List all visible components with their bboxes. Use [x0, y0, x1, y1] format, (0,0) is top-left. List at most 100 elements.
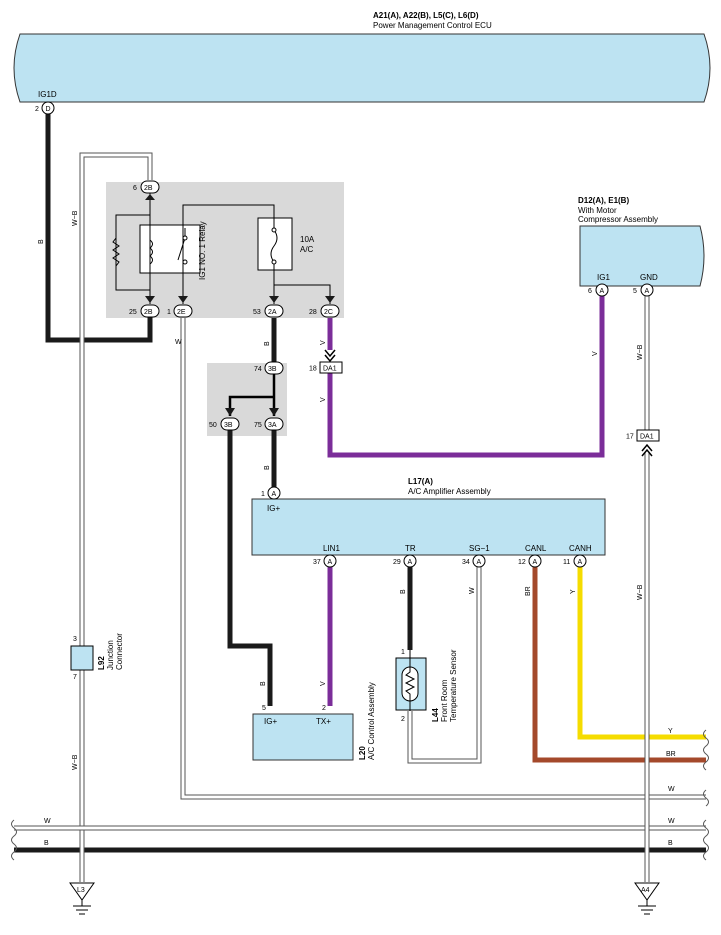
compressor-gnd-pin	[640, 283, 654, 297]
pin-53-2a	[264, 304, 284, 318]
pin-53-text: 2A	[268, 309, 277, 316]
svg-text:W−B: W−B	[637, 584, 644, 600]
amplifier-lin1-pin-num: 37	[313, 559, 321, 566]
amplifier-tr-pin-letter: A	[408, 559, 413, 566]
da1-top-connector	[319, 349, 343, 374]
svg-text:W: W	[44, 818, 51, 825]
compressor-component-box	[579, 225, 705, 287]
compressor-ig1-label: IG1	[597, 273, 610, 282]
compressor-ig1-pin	[595, 283, 609, 297]
sensor-sub2: Temperature Sensor	[449, 649, 458, 722]
svg-text:W: W	[175, 339, 182, 346]
control-tx-label: TX+	[316, 717, 331, 726]
ecu-pin-label: IG1D	[38, 90, 57, 99]
wires-black	[14, 114, 706, 853]
svg-text:B: B	[44, 840, 49, 847]
compressor-gnd-label: GND	[640, 273, 658, 282]
ecu-subtitle: Power Management Control ECU	[373, 21, 492, 30]
svg-text:W: W	[469, 587, 476, 594]
amplifier-ig-pin	[267, 486, 281, 500]
sensor-pin-1: 1	[401, 649, 405, 656]
amplifier-sg1-label: SG−1	[469, 544, 490, 553]
svg-text:V: V	[320, 681, 327, 686]
junction-pin-3: 3	[73, 636, 77, 643]
pin-28-text: 2C	[324, 309, 333, 316]
wires-violet	[327, 296, 605, 706]
junction-pin-7: 7	[73, 674, 77, 681]
pin-75-3a	[264, 417, 284, 431]
amplifier-lin1-pin-letter: A	[328, 559, 333, 566]
fuse-rating: 10A	[300, 235, 315, 244]
compressor-sub1: With Motor	[578, 206, 617, 215]
relay-name: IG1 NO. 1 Relay	[198, 221, 207, 280]
amplifier-sg1-pin	[472, 554, 486, 568]
ecu-pin-letter: D	[46, 106, 51, 113]
amplifier-canh-label: CANH	[569, 544, 592, 553]
relay-top-pin-num: 6	[133, 185, 137, 192]
pin-25-2b	[140, 304, 160, 318]
arrow-marks	[145, 194, 335, 416]
amplifier-canh-pin-num: 11	[563, 559, 570, 566]
junction-sub1: Junction	[106, 640, 115, 670]
compressor-ig1-pin-num: 6	[588, 288, 592, 295]
pin-50-3b	[220, 417, 240, 431]
ecu-pin-num: 2	[35, 106, 39, 113]
da1-right-num: 17	[626, 434, 634, 441]
control-ig-label: IG+	[264, 717, 277, 726]
wire-canl-brown	[532, 566, 706, 763]
ecu-pin-connector	[41, 101, 55, 115]
sensor-pin-2: 2	[401, 716, 405, 723]
ecu-component-box	[13, 33, 711, 103]
pin-28-num: 28	[309, 309, 317, 316]
svg-text:V: V	[320, 340, 327, 345]
control-ig-pin-num: 5	[262, 705, 266, 712]
pin-75-num: 75	[254, 422, 262, 429]
amplifier-ig-pin-num: 1	[261, 491, 265, 498]
pin-53-num: 53	[253, 309, 261, 316]
svg-text:BR: BR	[525, 586, 532, 596]
amplifier-lin1-pin	[323, 554, 337, 568]
da1-right-connector	[636, 429, 660, 457]
svg-text:W−B: W−B	[72, 754, 79, 770]
svg-text:W−B: W−B	[637, 344, 644, 360]
amplifier-subtitle: A/C Amplifier Assembly	[408, 487, 491, 496]
thermistor-icon	[401, 650, 419, 711]
pin-1-2e	[173, 304, 193, 318]
compressor-gnd-pin-letter: A	[645, 288, 650, 295]
relay-top-pin-text: 2B	[144, 185, 153, 192]
amplifier-canl-pin-num: 12	[518, 559, 526, 566]
wire-canh-yellow	[577, 566, 706, 740]
da1-top-num: 18	[309, 366, 317, 373]
pin-1-num: 1	[167, 309, 171, 316]
pin-28-2c	[320, 304, 340, 318]
pin-25-num: 25	[129, 309, 137, 316]
pin-1-text: 2E	[177, 309, 186, 316]
pin-75-text: 3A	[268, 422, 277, 429]
amplifier-tr-pin	[403, 554, 417, 568]
compressor-title: D12(A), E1(B)	[578, 196, 629, 205]
amplifier-tr-label: TR	[405, 544, 416, 553]
sensor-title: L44	[431, 708, 440, 722]
da1-right-label: DA1	[640, 434, 654, 441]
pins	[41, 101, 654, 568]
ecu-title: A21(A), A22(B), L5(C), L6(D)	[373, 11, 479, 20]
svg-text:B: B	[264, 465, 271, 470]
svg-text:B: B	[668, 840, 673, 847]
ground-left	[69, 882, 95, 915]
amplifier-ig-pin-letter: A	[272, 491, 277, 498]
amplifier-canl-pin	[528, 554, 542, 568]
svg-text:V: V	[592, 351, 599, 356]
junction-title: L92	[97, 656, 106, 670]
pin-25-text: 2B	[144, 309, 153, 316]
amplifier-component-box	[251, 498, 606, 556]
amplifier-title: L17(A)	[408, 477, 433, 486]
svg-text:W: W	[668, 818, 675, 825]
amplifier-ig-label: IG+	[267, 504, 280, 513]
svg-text:W−B: W−B	[72, 210, 79, 226]
control-title: L20	[358, 746, 367, 760]
control-tx-pin-num: 2	[322, 705, 326, 712]
control-subtitle: A/C Control Assembly	[367, 682, 376, 760]
wire-labels: B W−B W−B W B V V B V W−B W−B B W BR Y B…	[38, 210, 676, 847]
amplifier-sg1-pin-letter: A	[477, 559, 482, 566]
